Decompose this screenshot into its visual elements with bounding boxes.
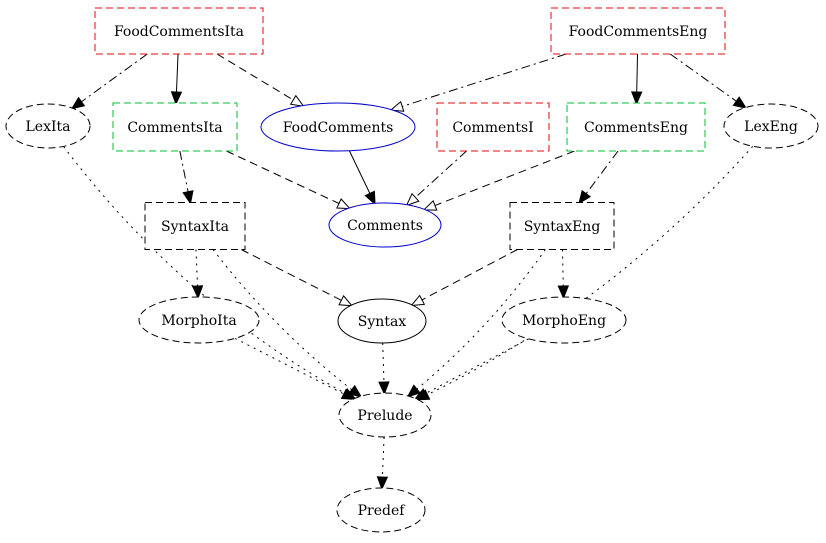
node-FoodCommentsEng: FoodCommentsEng — [550, 7, 726, 55]
node-shape-SyntaxEng — [509, 202, 615, 250]
edge-CommentsIta-Comments — [226, 150, 349, 208]
node-label-CommentsIta: CommentsIta — [127, 120, 222, 136]
edge-SyntaxIta-Prelude — [212, 249, 360, 397]
edge-LexEng-Prelude — [418, 145, 754, 399]
node-shape-FoodComments — [260, 102, 416, 152]
edge-SyntaxEng-Prelude — [408, 249, 546, 397]
node-shape-MorphoIta — [138, 296, 260, 344]
edge-CommentsEng-SyntaxEng — [580, 150, 619, 203]
node-label-Prelude: Prelude — [357, 408, 412, 424]
edge-Prelude-Predef — [382, 436, 384, 488]
node-label-FoodComments: FoodComments — [283, 120, 394, 136]
node-shape-CommentsI — [436, 102, 550, 152]
node-CommentsIta: CommentsIta — [112, 102, 238, 152]
node-Predef: Predef — [336, 487, 426, 533]
node-SyntaxEng: SyntaxEng — [509, 202, 615, 250]
node-LexIta: LexIta — [5, 103, 91, 149]
node-shape-LexEng — [723, 103, 819, 149]
node-SyntaxIta: SyntaxIta — [144, 202, 246, 250]
node-FoodCommentsIta: FoodCommentsIta — [94, 7, 264, 55]
node-shape-Syntax — [337, 298, 427, 344]
node-shape-CommentsIta — [112, 102, 238, 152]
node-label-MorphoIta: MorphoIta — [161, 313, 236, 329]
node-shape-FoodCommentsIta — [94, 7, 264, 55]
node-label-SyntaxEng: SyntaxEng — [524, 219, 601, 235]
node-shape-Comments — [328, 202, 442, 248]
node-shape-LexIta — [5, 103, 91, 149]
edge-CommentsEng-Comments — [425, 150, 575, 209]
edge-FoodCommentsEng-CommentsEng — [637, 53, 638, 103]
node-label-FoodCommentsIta: FoodCommentsIta — [114, 24, 244, 40]
edge-FoodComments-Comments — [348, 150, 374, 204]
node-label-SyntaxIta: SyntaxIta — [161, 219, 229, 235]
edge-CommentsI-Comments — [407, 150, 467, 205]
edge-Syntax-Prelude — [383, 342, 385, 393]
edge-SyntaxIta-Syntax — [241, 249, 351, 306]
node-Comments: Comments — [328, 202, 442, 248]
node-label-MorphoEng: MorphoEng — [522, 313, 606, 329]
node-Prelude: Prelude — [338, 392, 432, 438]
node-label-FoodCommentsEng: FoodCommentsEng — [569, 24, 708, 40]
node-CommentsEng: CommentsEng — [566, 102, 706, 152]
node-label-Predef: Predef — [358, 503, 407, 519]
edge-SyntaxIta-MorphoIta — [196, 249, 198, 298]
node-shape-CommentsEng — [566, 102, 706, 152]
edges-layer — [63, 53, 754, 488]
node-MorphoIta: MorphoIta — [138, 296, 260, 344]
node-shape-SyntaxIta — [144, 202, 246, 250]
node-MorphoEng: MorphoEng — [501, 296, 627, 344]
node-shape-MorphoEng — [501, 296, 627, 344]
edge-FoodCommentsIta-CommentsIta — [176, 53, 178, 103]
node-LexEng: LexEng — [723, 103, 819, 149]
node-label-LexEng: LexEng — [744, 119, 798, 135]
node-label-CommentsI: CommentsI — [452, 120, 533, 136]
node-Syntax: Syntax — [337, 298, 427, 344]
node-shape-FoodCommentsEng — [550, 7, 726, 55]
edge-CommentsIta-SyntaxIta — [179, 150, 190, 203]
edge-SyntaxEng-MorphoEng — [563, 249, 564, 298]
edge-MorphoIta-Prelude — [234, 337, 354, 399]
node-CommentsI: CommentsI — [436, 102, 550, 152]
edge-FoodCommentsIta-LexIta — [73, 53, 148, 108]
node-label-Comments: Comments — [347, 218, 423, 234]
node-FoodComments: FoodComments — [260, 102, 416, 152]
edge-LexIta-Prelude — [63, 146, 355, 398]
node-label-LexIta: LexIta — [26, 119, 71, 135]
node-label-CommentsEng: CommentsEng — [584, 120, 688, 136]
node-shape-Predef — [336, 487, 426, 533]
node-shape-Prelude — [338, 392, 432, 438]
edge-FoodCommentsEng-LexEng — [669, 53, 745, 108]
edge-MorphoEng-Prelude — [416, 338, 529, 399]
edge-SyntaxEng-Syntax — [412, 249, 518, 306]
edge-FoodCommentsEng-FoodComments — [392, 53, 567, 110]
edge-FoodCommentsIta-FoodComments — [216, 53, 303, 106]
node-label-Syntax: Syntax — [358, 314, 406, 330]
